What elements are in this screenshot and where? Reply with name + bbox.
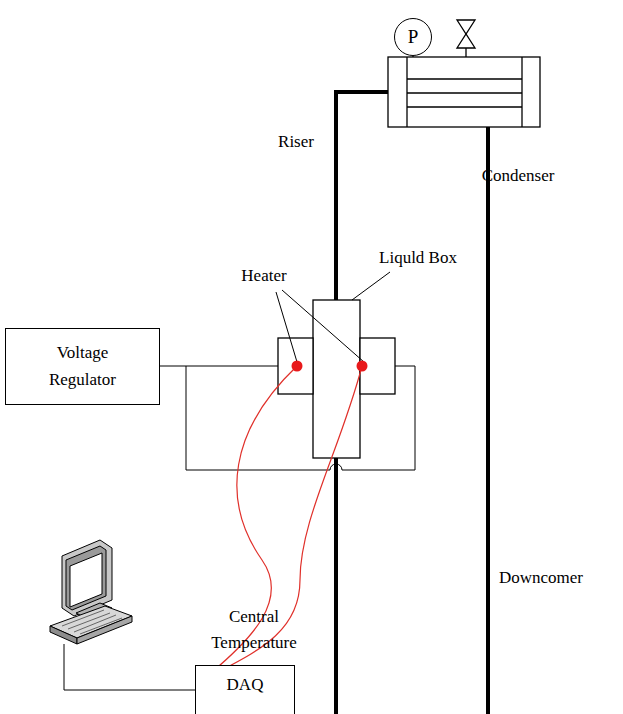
leader-line [352, 272, 390, 300]
thermocouple-dot [357, 361, 368, 372]
computer-icon [50, 540, 132, 644]
leader-line [282, 290, 364, 362]
process-box: DAQ [195, 665, 295, 714]
heater-block [278, 338, 313, 394]
process-box: Voltage Regulator [5, 328, 160, 405]
part-label: Heater [241, 263, 286, 289]
part-label: Condenser [482, 163, 555, 189]
data-cable [64, 644, 195, 690]
riser-pipe [336, 92, 388, 300]
node-text: DAQ [227, 666, 264, 698]
leader-line [276, 292, 297, 362]
thermocouple-wire [212, 366, 362, 672]
part-label: Liquld Box [379, 245, 457, 271]
inlet-pipe [334, 458, 338, 714]
pressure-gauge: P [394, 18, 432, 56]
condenser [388, 57, 540, 127]
signal-label: Central Temperature [204, 604, 304, 657]
valve-symbol [457, 20, 475, 57]
node-text: P [408, 22, 419, 51]
node-text: Voltage Regulator [28, 340, 138, 393]
downcomer-pipe [486, 127, 490, 714]
pipe-label: Riser [278, 129, 314, 155]
thermocouple-dot [292, 361, 303, 372]
pipe-label: Downcomer [499, 565, 583, 591]
